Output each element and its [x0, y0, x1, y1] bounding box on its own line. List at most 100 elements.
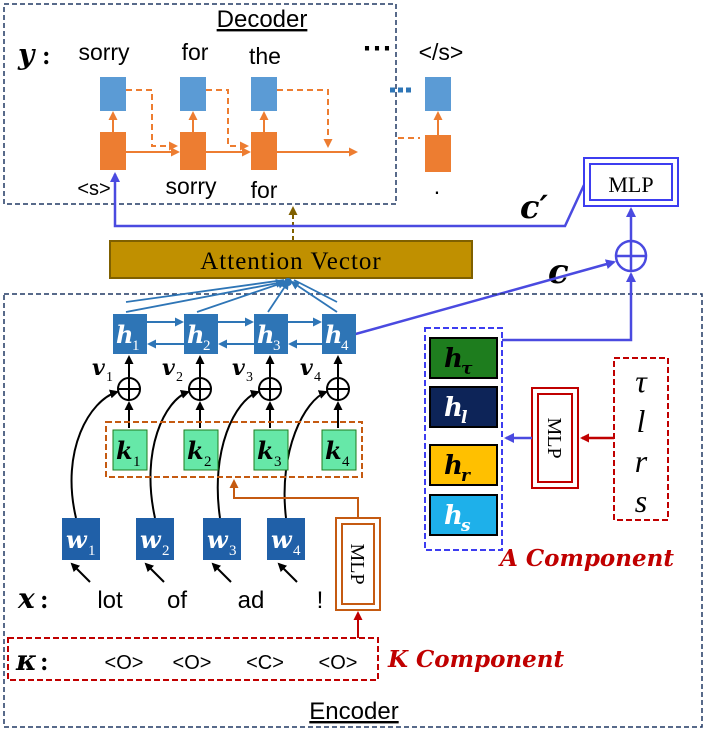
decoder-output-cell	[251, 77, 277, 111]
hidden-cell-1	[113, 314, 147, 354]
a-h-group-box	[424, 327, 503, 551]
k-sub: 1	[133, 454, 141, 470]
mlp-k-label: MLP	[346, 543, 368, 584]
a-h-cells	[429, 337, 498, 536]
k-tag: <O>	[173, 652, 212, 674]
sum-icon	[117, 377, 141, 401]
attr-tau: τ	[635, 363, 648, 399]
w-sub: 2	[162, 543, 170, 559]
hidden-cell-3	[254, 314, 288, 354]
context-sum-icon	[614, 239, 648, 273]
hidden-label: h	[257, 320, 274, 349]
v-sub: 1	[106, 370, 113, 385]
input-word: .	[434, 173, 440, 199]
encoder-title: Encoder	[309, 698, 398, 725]
k-tag: <C>	[246, 652, 284, 674]
decoder-output-cell	[100, 77, 126, 111]
a-h-sub: s	[460, 516, 471, 536]
mlp-k-inner-border	[341, 523, 375, 605]
mlp-a-label: MLP	[543, 417, 565, 458]
k-to-sum-arrows	[124, 401, 343, 428]
k-label: k	[325, 436, 342, 465]
attention-hub	[284, 278, 292, 286]
sum-icon	[326, 377, 350, 401]
v-label: v	[162, 355, 175, 381]
a-h-label: h	[444, 393, 463, 423]
word-to-w-arrows	[70, 562, 298, 583]
w-label: w	[207, 525, 229, 554]
w-sub: 4	[293, 543, 301, 559]
decoder-output-cell	[425, 77, 451, 111]
w-sub: 1	[88, 543, 96, 559]
attr-r: r	[635, 443, 648, 479]
decoder-hidden-cell	[425, 135, 451, 172]
output-word: </s>	[419, 39, 464, 65]
x-label: x	[17, 582, 35, 615]
decoder-up-arrows	[108, 111, 443, 135]
k-component-title: K Component	[387, 646, 564, 673]
decoder-feedback-arrows	[126, 89, 420, 151]
a-h-label: h	[444, 344, 463, 374]
decoder-title: Decoder	[217, 6, 308, 33]
k-cells	[112, 429, 357, 471]
input-word: for	[251, 177, 278, 203]
input-token: lot	[97, 587, 123, 614]
decoder-hidden-cell	[251, 132, 277, 170]
w-label: w	[140, 525, 162, 554]
w-label: w	[271, 525, 293, 554]
y-colon: :	[42, 41, 51, 70]
a-h-label: h	[444, 451, 463, 481]
hidden-cell-2	[184, 314, 218, 354]
k-label: k	[187, 436, 204, 465]
encoder-hidden-cells	[113, 314, 356, 354]
attribute-box	[613, 357, 669, 521]
mlp-top-inner-border	[589, 163, 673, 201]
w-to-sum-arrows	[70, 389, 328, 519]
k-tag: <O>	[319, 652, 358, 674]
decoder-output-cell	[180, 77, 206, 111]
k-label: k	[257, 436, 274, 465]
sum-icon	[258, 377, 282, 401]
encoder-box	[3, 293, 703, 728]
attention-vector-label: Attention Vector	[200, 248, 381, 275]
output-word: for	[182, 39, 209, 65]
input-token: !	[317, 587, 324, 614]
v-sub: 4	[314, 370, 321, 385]
a-group-to-context-arrow	[502, 272, 636, 342]
output-word: the	[249, 43, 281, 69]
y-label: y	[17, 38, 36, 71]
k-label: k	[116, 436, 133, 465]
c-label: c	[548, 252, 569, 292]
mlp-a	[531, 387, 579, 489]
bidirectional-arrows	[147, 317, 322, 349]
v-label: v	[92, 355, 105, 381]
sum-icon	[188, 377, 212, 401]
input-token: ad	[238, 587, 265, 614]
c-prime-label: c′	[520, 188, 548, 226]
k-component-box	[7, 637, 379, 681]
kappa-label: κ	[15, 644, 37, 677]
x-colon: :	[40, 585, 49, 614]
a-h-sub: r	[461, 466, 471, 486]
h4-to-context-arrow	[351, 259, 616, 337]
mlp-a-inner-border	[537, 393, 573, 483]
decoder-hidden-cell	[100, 132, 126, 170]
a-component-title: A Component	[498, 545, 674, 572]
a-h-sub: τ	[461, 359, 473, 379]
hidden-sub: 1	[132, 338, 140, 354]
attention-vector-box	[109, 240, 473, 279]
v-sub: 3	[246, 370, 253, 385]
decoder-box	[3, 3, 397, 205]
attr-s: s	[635, 483, 647, 519]
a-h-sub: l	[461, 408, 468, 428]
k-sub: 2	[204, 454, 212, 470]
w-cells	[62, 518, 305, 560]
v-sub: 2	[176, 370, 183, 385]
input-word: sorry	[165, 173, 217, 199]
hidden-cell-4	[322, 314, 356, 354]
hidden-label: h	[187, 320, 204, 349]
input-word: <s>	[77, 178, 110, 200]
hidden-sub: 3	[273, 338, 281, 354]
k-sub: 4	[342, 454, 350, 470]
